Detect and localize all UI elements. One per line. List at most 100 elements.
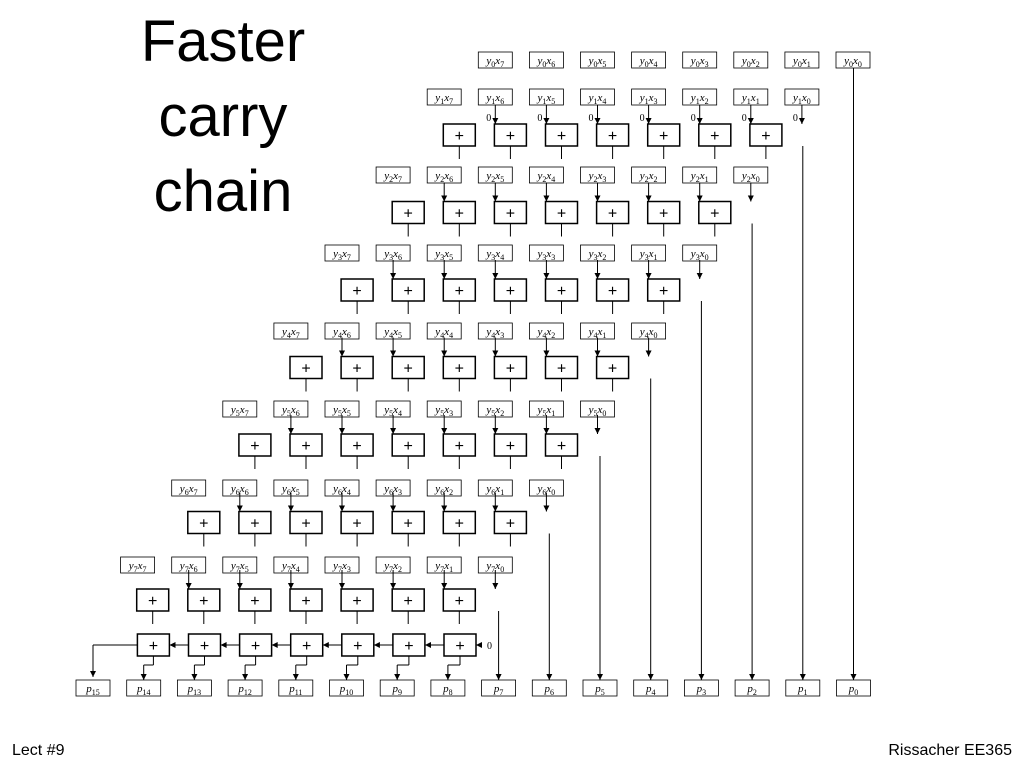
arrowhead: [696, 273, 703, 279]
adder-r3-c5: +: [391, 278, 425, 302]
pp-label-y4x4: y4x4: [426, 322, 462, 340]
label-text: y2x4: [537, 170, 556, 184]
pp-label-y4x2: y4x2: [529, 322, 564, 340]
product-output-p14: p14: [126, 679, 162, 697]
adder-r2-c5: +: [442, 200, 477, 225]
output-label: p5: [594, 683, 605, 697]
adder-r5-c3: +: [391, 433, 425, 457]
adder-r1-c1: +: [698, 123, 732, 147]
adder-r7-c3: +: [289, 588, 323, 612]
product-output-p3: p3: [684, 679, 719, 697]
adder-r7-c5: +: [187, 588, 221, 612]
arrowhead: [476, 642, 482, 648]
arrowhead: [645, 350, 652, 357]
adder-r4-c6: +: [289, 355, 323, 380]
adder-r1-c0: +: [749, 123, 783, 147]
arrowhead: [698, 674, 705, 680]
arrowhead: [339, 428, 345, 434]
adder-r7-c0: +: [442, 588, 477, 612]
label-text: y0x2: [741, 55, 760, 69]
adder-symbol: +: [301, 361, 310, 378]
arrowhead: [339, 350, 345, 357]
label-box: [222, 400, 258, 418]
adder-symbol: +: [352, 593, 361, 610]
pp-label-y0x5: y0x5: [580, 51, 615, 69]
arrowhead: [594, 428, 601, 434]
label-text: y2x3: [588, 170, 607, 184]
adder-r5-c6: +: [238, 433, 272, 457]
arrowhead: [140, 674, 147, 680]
cpa-adder-2: +: [341, 633, 375, 657]
adder-r7-c6: +: [135, 588, 170, 612]
arrowhead: [390, 505, 397, 512]
product-output-p13: p13: [176, 679, 212, 697]
product-output-p2: p2: [734, 679, 770, 697]
adder-r3-c2: +: [544, 278, 579, 302]
label-text: y5x4: [383, 404, 402, 418]
adder-symbol: +: [301, 438, 310, 455]
adder-symbol: +: [455, 206, 464, 223]
label-text: y1x3: [639, 92, 658, 106]
label-text: y4x4: [434, 326, 453, 340]
pp-label-y4x1: y4x1: [580, 322, 615, 340]
arrowhead: [799, 674, 806, 680]
pp-label-y2x1: y2x1: [682, 166, 718, 184]
adder-r4-c0: +: [595, 355, 630, 380]
label-text: y3x7: [332, 248, 351, 262]
label-text: y6x6: [230, 483, 249, 497]
pp-label-y0x4: y0x4: [631, 51, 666, 69]
pp-label-y3x4: y3x4: [477, 244, 513, 262]
adder-r5-c0: +: [544, 433, 579, 457]
output-label: p4: [645, 683, 656, 697]
arrowhead: [747, 118, 754, 124]
output-label: p11: [288, 683, 302, 697]
product-output-p12: p12: [227, 679, 263, 697]
cpa-adder-4: +: [238, 633, 273, 657]
arrowhead: [492, 350, 499, 357]
product-output-p9: p9: [379, 679, 415, 697]
adder-r1-c2: +: [646, 123, 681, 147]
adder-r2-c4: +: [493, 200, 528, 225]
label-text: y4x7: [281, 326, 300, 340]
arrowhead: [441, 505, 448, 512]
pp-label-y0x2: y0x2: [733, 51, 769, 69]
label-text: y4x3: [485, 326, 504, 340]
pp-label-y7x4: y7x4: [273, 556, 309, 574]
pp-label-y4x3: y4x3: [477, 322, 513, 340]
label-text: y1x1: [741, 92, 760, 106]
arrowhead: [444, 674, 451, 680]
pp-label-y4x5: y4x5: [375, 322, 411, 340]
output-label: p6: [544, 683, 555, 697]
label-text: y0x7: [485, 55, 504, 69]
pp-label-y3x0: y3x0: [682, 244, 718, 262]
arrowhead: [441, 428, 448, 434]
adder-r6-c3: +: [340, 510, 374, 535]
adder-symbol: +: [455, 516, 464, 533]
label-text: y4x5: [383, 326, 402, 340]
adder-symbol: +: [302, 638, 311, 655]
pp-label-y7x2: y7x2: [375, 556, 411, 574]
arrowhead: [322, 642, 329, 648]
label-text: y0x0: [843, 55, 862, 69]
title-line-2: carry: [158, 84, 288, 149]
arrowhead: [546, 674, 553, 680]
label-text: y0x4: [639, 55, 658, 69]
adder-symbol: +: [608, 206, 617, 223]
adder-symbol: +: [455, 283, 464, 300]
pp-label-y6x3: y6x3: [375, 479, 411, 497]
output-label: p3: [696, 683, 707, 697]
arrowhead: [185, 583, 192, 589]
pp-label-y6x7: y6x7: [171, 479, 207, 497]
label-box: [580, 51, 615, 69]
label-text: y2x6: [434, 170, 453, 184]
pp-label-y0x6: y0x6: [529, 51, 564, 69]
label-box: [426, 88, 462, 106]
label-text: y7x6: [179, 560, 198, 574]
arrowhead: [492, 428, 499, 434]
adder-r6-c5: +: [238, 510, 272, 535]
adder-symbol: +: [352, 361, 361, 378]
label-text: y6x2: [434, 483, 453, 497]
adder-symbol: +: [659, 206, 668, 223]
adder-symbol: +: [506, 283, 515, 300]
adder-r2-c6: +: [391, 200, 425, 225]
